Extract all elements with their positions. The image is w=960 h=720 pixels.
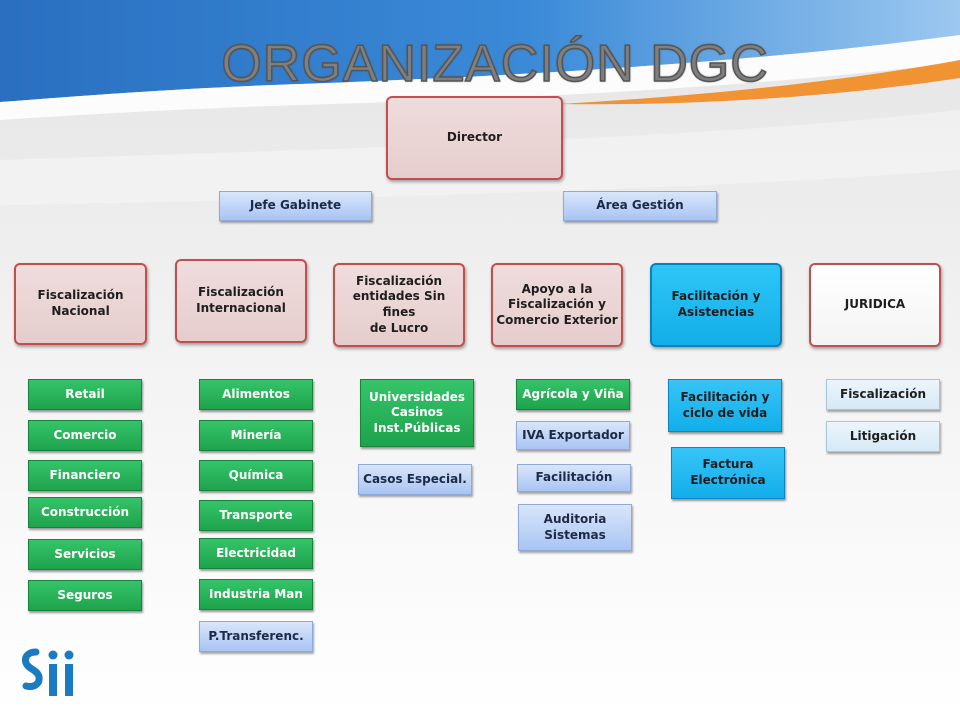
item-electricidad-label: Electricidad (216, 545, 296, 560)
area-juridica-label: JURIDICA (844, 297, 906, 312)
area-facilitacion-asistencias: Facilitación y Asistencias (650, 263, 782, 347)
item-auditoria-sistemas: Auditoria Sistemas (518, 504, 632, 551)
item-transporte: Transporte (199, 500, 313, 531)
area-fiscalizacion-internacional: Fiscalización Internacional (175, 259, 307, 343)
item-retail-label: Retail (65, 386, 105, 401)
jefe-gabinete-box: Jefe Gabinete (219, 191, 372, 221)
item-transporte-label: Transporte (219, 507, 293, 522)
item-universidades-line-1: Universidades (368, 389, 466, 404)
item-agricola-vina: Agrícola y Viña (516, 379, 630, 410)
area-apoyo-fiscalizacion: Apoyo a la Fiscalización y Comercio Exte… (491, 263, 623, 347)
item-juridica-fiscalizacion: Fiscalización (826, 379, 940, 410)
item-ciclo-line-1: Facilitación y (680, 389, 770, 404)
area-apoyo-line-1: Apoyo a la (521, 281, 593, 296)
item-facilitacion-apoyo-label: Facilitación (535, 470, 613, 485)
item-casos-especial: Casos Especial. (358, 464, 472, 495)
header-blue-band (0, 0, 960, 102)
director-label: Director (446, 130, 503, 145)
item-comercio: Comercio (28, 420, 142, 451)
item-p-transferenc: P.Transferenc. (199, 621, 313, 652)
header-orange-swoosh (560, 60, 960, 105)
item-iva-exportador: IVA Exportador (516, 421, 630, 450)
item-iva-exportador-label: IVA Exportador (522, 427, 624, 442)
item-universidades-casinos: Universidades Casinos Inst.Públicas (360, 379, 474, 447)
sii-logo: sii (22, 648, 74, 696)
area-internacional-line-2: Internacional (196, 301, 286, 315)
slide-title: ORGANIZACIÓN DGC (220, 34, 769, 94)
item-universidades-line-3: Inst.Públicas (373, 420, 461, 435)
area-gestion-box: Área Gestión (563, 191, 717, 221)
area-fiscalizacion-nacional: Fiscalización Nacional (14, 263, 147, 345)
area-nacional-line-2: Nacional (51, 304, 110, 318)
item-universidades-line-2: Casinos (390, 405, 444, 420)
item-seguros: Seguros (28, 580, 142, 611)
item-seguros-label: Seguros (57, 587, 113, 602)
item-comercio-label: Comercio (53, 427, 117, 442)
item-agricola-vina-label: Agrícola y Viña (522, 386, 624, 401)
item-factura-electronica: Factura Electrónica (671, 447, 785, 499)
director-box: Director (386, 96, 563, 180)
item-p-transferenc-label: P.Transferenc. (208, 628, 304, 643)
area-juridica: JURIDICA (809, 263, 941, 347)
item-servicios: Servicios (28, 539, 142, 570)
item-quimica: Química (199, 460, 313, 491)
item-ciclo-line-2: ciclo de vida (682, 405, 768, 420)
header-white-swoosh (0, 35, 960, 120)
item-facilitacion-ciclo-vida: Facilitación y ciclo de vida (668, 379, 782, 432)
item-industria-man-label: Industria Man (209, 586, 303, 601)
area-nacional-line-1: Fiscalización (37, 288, 124, 303)
area-apoyo-line-2: Fiscalización y (507, 297, 606, 312)
item-juridica-fiscalizacion-label: Fiscalización (840, 386, 926, 401)
item-litigacion: Litigación (826, 421, 940, 452)
item-servicios-label: Servicios (54, 546, 116, 561)
item-auditoria-line-1: Auditoria (543, 511, 607, 526)
area-sin-fines-line-3: de Lucro (369, 320, 429, 335)
item-facilitacion-apoyo: Facilitación (517, 464, 631, 492)
area-internacional-line-1: Fiscalización (197, 285, 284, 300)
area-facilitacion-line-2: Asistencias (677, 305, 755, 319)
item-construccion: Construcción (28, 497, 142, 528)
item-electricidad: Electricidad (199, 538, 313, 569)
item-financiero-label: Financiero (49, 467, 121, 482)
item-litigacion-label: Litigación (849, 428, 917, 443)
area-fiscalizacion-sin-fines: Fiscalización entidades Sin fines de Luc… (333, 263, 465, 347)
item-construccion-label: Construcción (40, 504, 130, 519)
item-financiero: Financiero (28, 460, 142, 491)
area-facilitacion-line-1: Facilitación y (671, 289, 761, 304)
item-factura-line-1: Factura (702, 457, 754, 472)
item-auditoria-line-2: Sistemas (544, 527, 606, 542)
area-sin-fines-line-2: entidades Sin fines (352, 289, 446, 319)
area-gestion-label: Área Gestión (596, 198, 684, 213)
item-mineria-label: Minería (230, 427, 282, 442)
item-factura-line-2: Electrónica (690, 473, 766, 487)
item-alimentos: Alimentos (199, 379, 313, 410)
item-quimica-label: Química (228, 467, 284, 482)
item-retail: Retail (28, 379, 142, 410)
item-industria-man: Industria Man (199, 579, 313, 610)
jefe-gabinete-label: Jefe Gabinete (249, 198, 342, 213)
area-sin-fines-line-1: Fiscalización (356, 273, 442, 288)
area-apoyo-line-3: Comercio Exterior (496, 312, 618, 327)
item-alimentos-label: Alimentos (222, 386, 290, 401)
item-casos-especial-label: Casos Especial. (363, 471, 467, 486)
item-mineria: Minería (199, 420, 313, 451)
